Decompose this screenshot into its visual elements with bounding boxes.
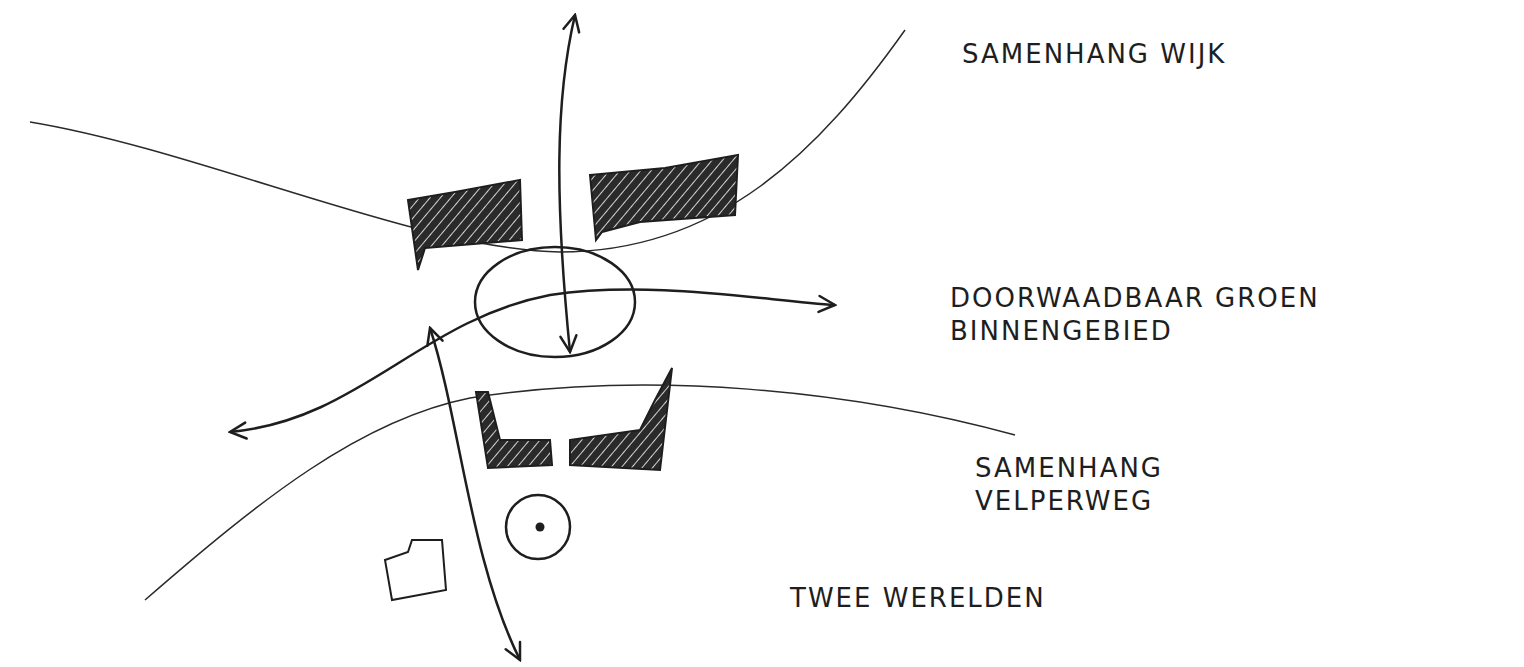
sketch-note: SAMENHANG VELPERWEG xyxy=(975,452,1275,517)
building-block xyxy=(408,180,522,270)
landmark-dot xyxy=(536,523,545,532)
velperweg-line xyxy=(145,385,1015,600)
landmark-circle xyxy=(506,495,570,559)
small-building xyxy=(385,540,446,600)
building-block xyxy=(476,392,552,468)
building-block xyxy=(590,155,738,240)
north-south-arrow xyxy=(559,15,575,352)
green-route-arrow xyxy=(230,290,835,432)
core-oval xyxy=(475,247,635,357)
sketch-note: SAMENHANG WIJK xyxy=(962,38,1382,71)
sketch-note: DOORWAADBAAR GROEN BINNENGEBIED xyxy=(950,282,1330,347)
sketch-note: TWEE WERELDEN xyxy=(790,582,1150,615)
building-block xyxy=(570,368,672,470)
south-arrow xyxy=(430,328,520,660)
